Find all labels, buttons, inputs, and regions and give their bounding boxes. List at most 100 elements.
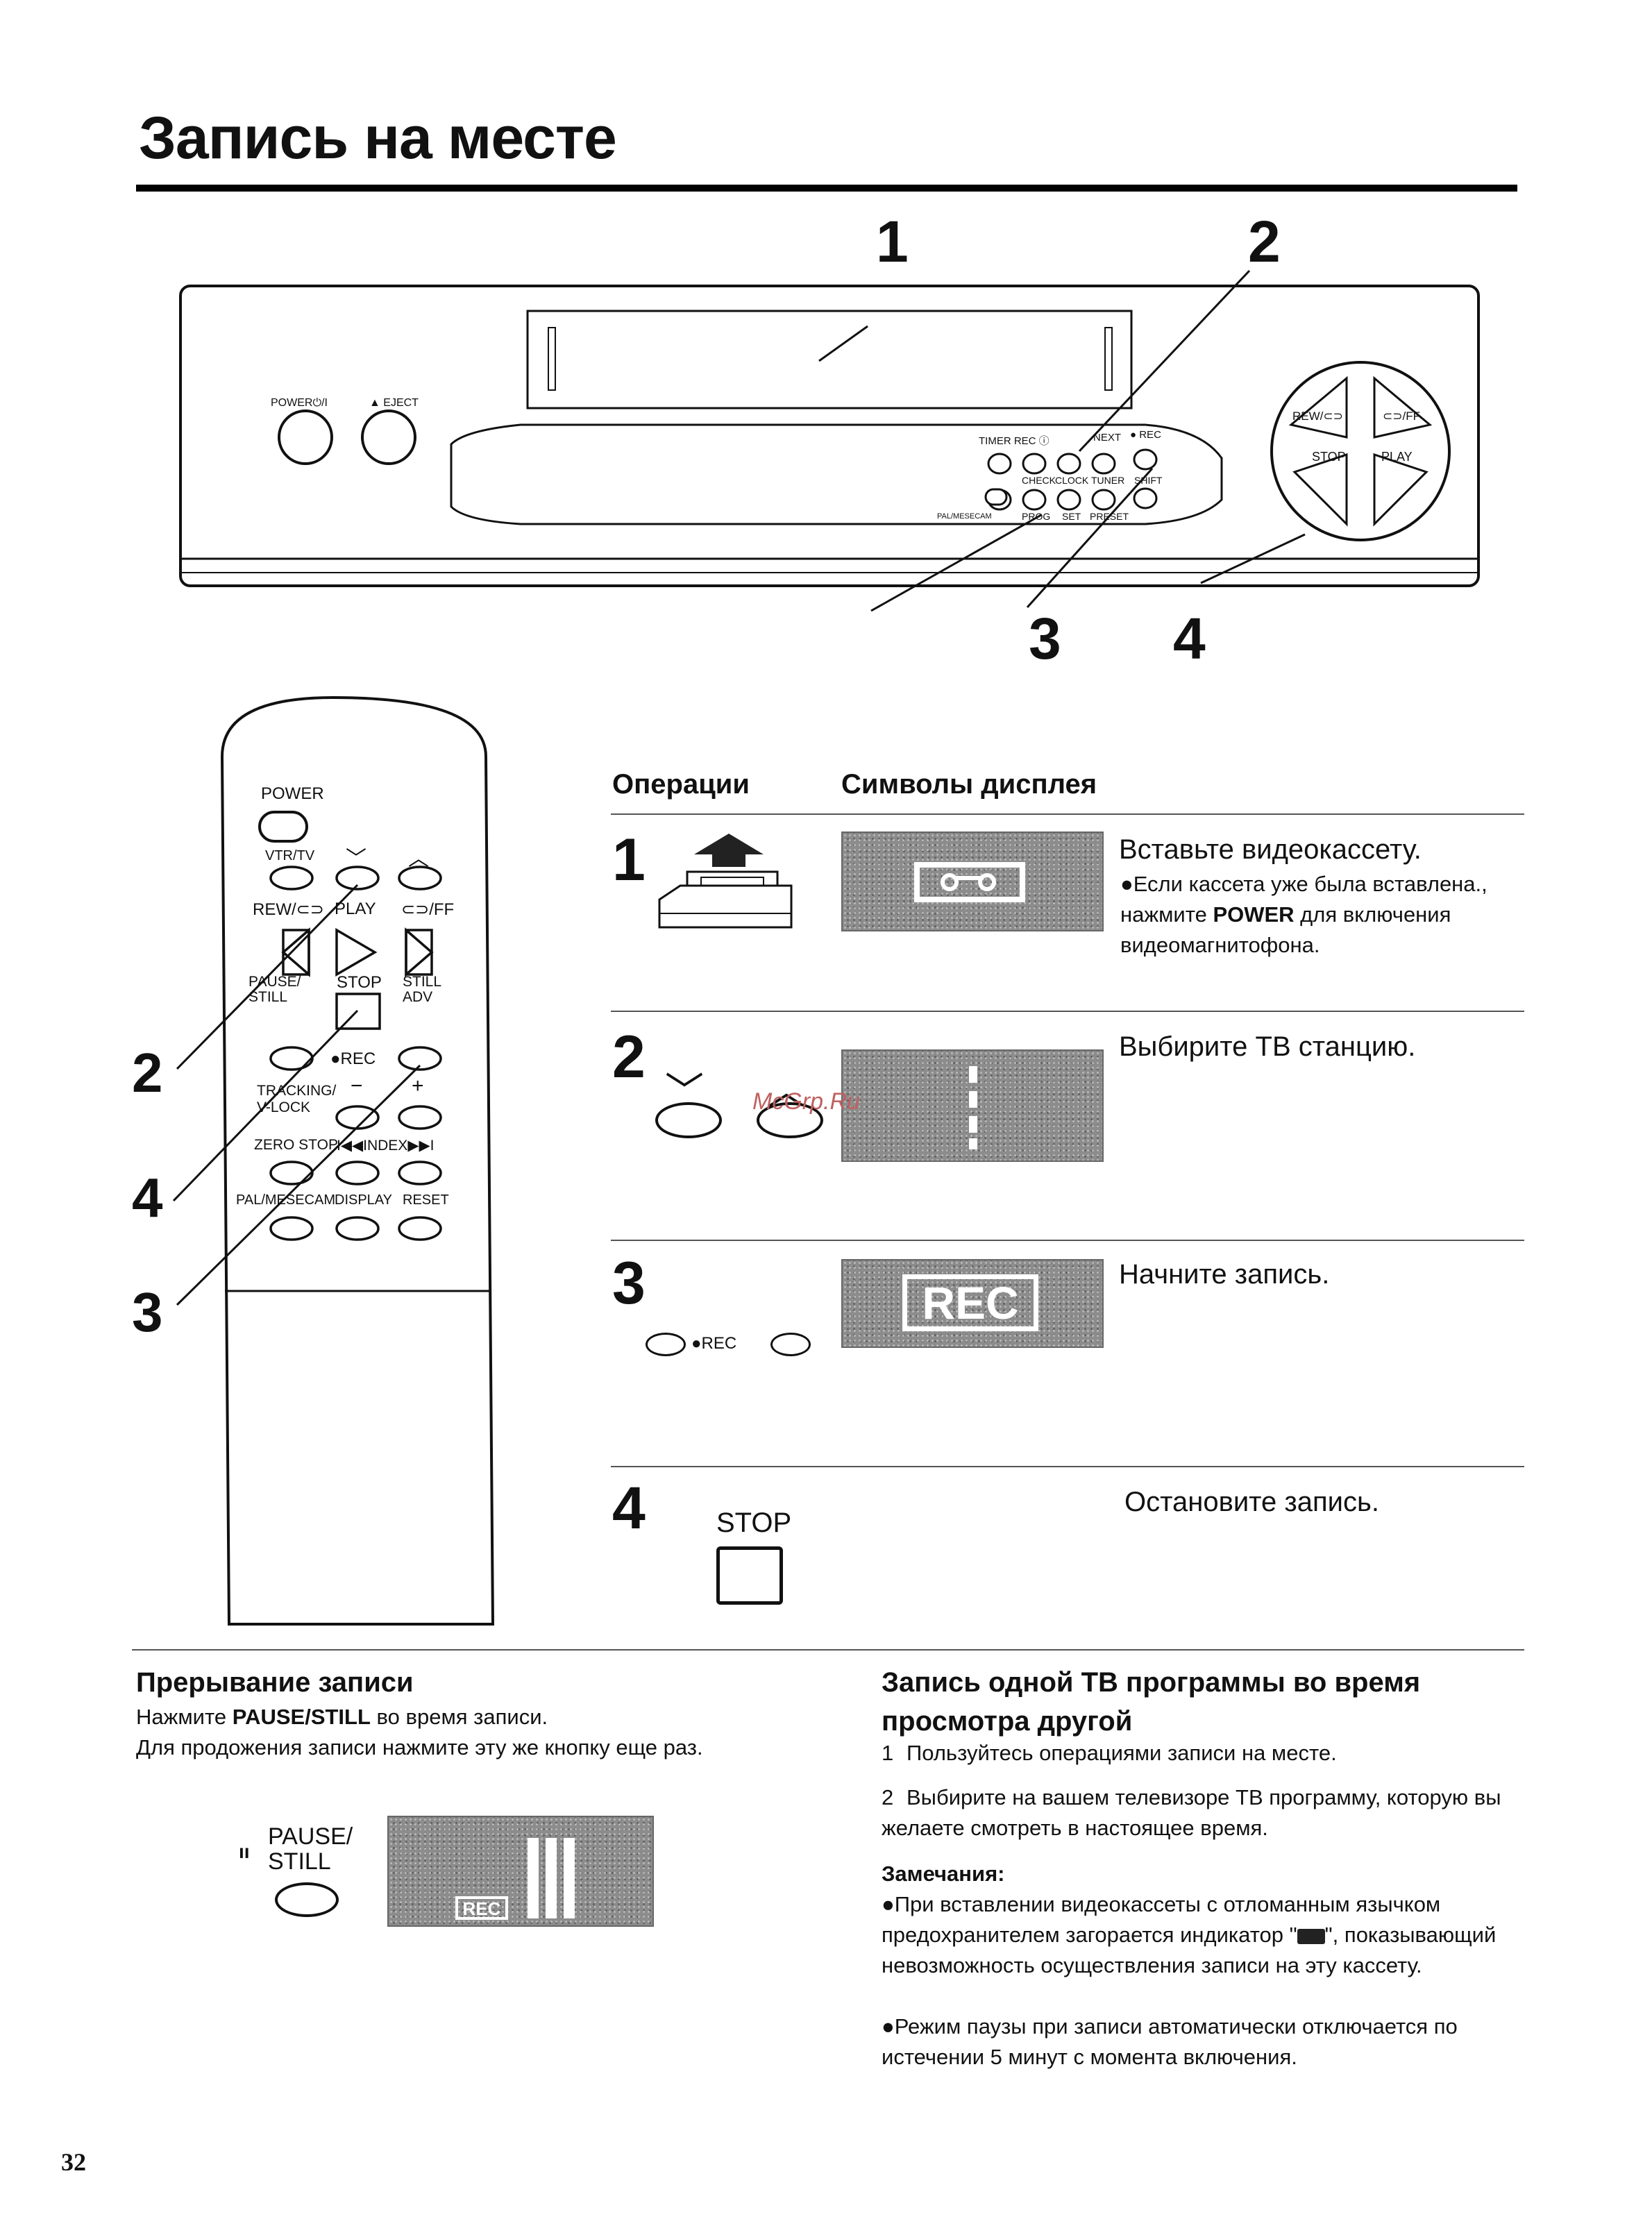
remote-rew-label: REW/⊂⊃: [253, 900, 324, 919]
remote-reset-label: RESET: [403, 1192, 449, 1208]
pause-icon: ıı: [239, 1841, 250, 1862]
pause-still-button[interactable]: [275, 1882, 339, 1917]
notes-title: Замечания:: [882, 1862, 1005, 1886]
remote-index-label: I◀◀INDEX▶▶I: [337, 1138, 435, 1154]
lcd-channel: [841, 1049, 1104, 1162]
watch-section-title: Запись одной ТВ программы во время просм…: [882, 1667, 1421, 1737]
step-2-rule: [611, 1240, 1524, 1241]
vcr-timer-rec-label: TIMER REC ⓘ: [979, 435, 1050, 447]
step-1-note: ●Если кассета уже была вставлена., нажми…: [1120, 869, 1523, 961]
vcr-preset-label: PRESET: [1090, 511, 1129, 522]
remote-minus-label: −: [351, 1074, 363, 1097]
watch-item-1-num: 1: [882, 1741, 894, 1765]
watch-item-1-text: Пользуйтесь операциями записи на месте.: [907, 1741, 1337, 1765]
vcr-pal-label: PAL/MESECAM: [937, 512, 992, 521]
bottom-rule: [132, 1649, 1524, 1651]
note-1-post: ", показывающий невозможность осуществле…: [882, 1923, 1497, 1977]
col-display-header: Символы дисплея: [841, 769, 1097, 800]
step-1-note-bold: POWER: [1213, 902, 1295, 927]
remote-stop-label: STOP: [337, 973, 382, 992]
vcr-ff-label: ⊂⊃/FF: [1383, 410, 1420, 423]
remote-plus-label: +: [412, 1074, 424, 1097]
pause-line-1-bold: PAUSE/STILL: [232, 1705, 371, 1729]
note-1: ●При вставлении видеокассеты с отломанны…: [882, 1889, 1520, 1981]
header-rule: [611, 813, 1524, 815]
vcr-play-label: PLAY: [1381, 450, 1413, 464]
watch-item-2-text: Выбирите на вашем телевизоре ТВ программ…: [882, 1785, 1501, 1840]
vcr-next-label: NEXT: [1093, 432, 1122, 444]
pause-line-1-post: во время записи.: [370, 1705, 548, 1729]
vcr-eject-label: ▲ EJECT: [369, 397, 419, 409]
pause-section-title: Прерывание записи: [136, 1667, 414, 1698]
vcr-set-label: SET: [1062, 511, 1081, 522]
step-2-text: Выбирите ТВ станцию.: [1119, 1031, 1416, 1062]
pause-line-2: Для продожения записи нажмите эту же кно…: [136, 1735, 703, 1759]
watermark: McGrp.Ru: [752, 1088, 860, 1115]
note-1-pre: ●При вставлении видеокассеты с отломанны…: [882, 1892, 1441, 1947]
pause-line-1: Нажмите PAUSE/STILL во время записи.: [136, 1702, 548, 1732]
step-1-number: 1: [612, 827, 646, 893]
pause-button-label: PAUSE/ STILL: [268, 1823, 353, 1875]
remote-display-label: DISPLAY: [335, 1192, 392, 1208]
vcr-stop-label: STOP: [1312, 450, 1346, 464]
remote-callout-2: 2: [132, 1042, 163, 1104]
remote-callout-4: 4: [132, 1167, 163, 1229]
step-1-note-post: для включения видеомагнитофона.: [1120, 902, 1451, 957]
vcr-diagram: 1 2 3 4 POWER⏻/I ▲ EJECT TIMER REC ⓘ NEX…: [174, 208, 1492, 671]
col-operations-header: Операции: [612, 769, 750, 800]
lcd-cassette: [841, 832, 1104, 931]
vcr-shift-label: SHIFT: [1134, 475, 1163, 486]
remote-control: 2 4 3 POWER VTR/TV ﹀ ︿ REW/⊂⊃ PLAY ⊂⊃/FF…: [125, 694, 514, 1638]
cassette-display-icon: [914, 862, 1025, 902]
vcr-tuner-label: TUNER: [1091, 475, 1125, 486]
title-rule: [136, 185, 1517, 192]
pause-line-1-pre: Нажмите: [136, 1705, 233, 1729]
vcr-drawing: [179, 269, 1480, 612]
vcr-power-label: POWER⏻/I: [271, 397, 328, 409]
lcd-rec-text: REC: [902, 1274, 1038, 1331]
stop-button-label: STOP: [716, 1508, 792, 1538]
insert-cassette-icon: [652, 830, 805, 945]
remote-callout-3: 3: [132, 1281, 163, 1343]
remote-pause-label: PAUSE/ STILL: [248, 974, 301, 1005]
rec-button-group: ●REC: [646, 1330, 819, 1365]
watch-item-1: 1 Пользуйтесь операциями записи на месте.: [882, 1738, 1520, 1769]
vcr-callout-4: 4: [1173, 606, 1206, 671]
rec-left-button[interactable]: [646, 1333, 686, 1356]
remote-rec-label: ●REC: [330, 1049, 376, 1068]
stop-button[interactable]: [716, 1546, 783, 1605]
step-3-number: 3: [612, 1250, 646, 1317]
watch-item-2-num: 2: [882, 1785, 894, 1809]
remote-play-label: PLAY: [335, 900, 376, 918]
remote-zero-stop-label: ZERO STOP: [254, 1137, 338, 1153]
step-2-number: 2: [612, 1024, 646, 1090]
step-3-text: Начните запись.: [1119, 1259, 1330, 1290]
remote-drawing: [172, 695, 495, 1626]
channel-down-button[interactable]: [655, 1102, 722, 1138]
page-title: Запись на месте: [139, 105, 617, 171]
remote-pal-label: PAL/MESECAM: [236, 1192, 335, 1208]
step-1-text: Вставьте видеокассету.: [1119, 834, 1422, 865]
step-3-rule: [611, 1466, 1524, 1467]
page-number: 32: [61, 2148, 86, 2176]
vcr-rew-label: REW/⊂⊃: [1292, 410, 1343, 423]
step-1-rule: [611, 1011, 1524, 1012]
cassette-indicator-icon: [1297, 1928, 1325, 1944]
vcr-callout-3: 3: [1029, 606, 1061, 671]
step-1-note-pre: ●Если кассета уже была вставлена., нажми…: [1120, 872, 1487, 927]
remote-tracking-label: TRACKING/ V-LOCK: [257, 1083, 337, 1115]
channel-up-button[interactable]: [757, 1102, 823, 1138]
lcd-pause-rec: REC: [455, 1896, 508, 1920]
remote-vtrtv-label: VTR/TV: [265, 848, 315, 863]
lcd-pause: REC: [387, 1816, 654, 1927]
remote-up-label: ︿: [408, 847, 429, 870]
lcd-rec: REC: [841, 1259, 1104, 1348]
remote-power-label: POWER: [261, 784, 324, 803]
vcr-rec-label: ● REC: [1130, 429, 1161, 441]
vcr-prog-label: PROG: [1022, 511, 1051, 522]
remote-down-label: ﹀: [346, 847, 366, 870]
step-4-number: 4: [612, 1475, 646, 1542]
rec-right-button[interactable]: [770, 1333, 811, 1356]
remote-still-adv-label: STILL ADV: [403, 974, 441, 1005]
